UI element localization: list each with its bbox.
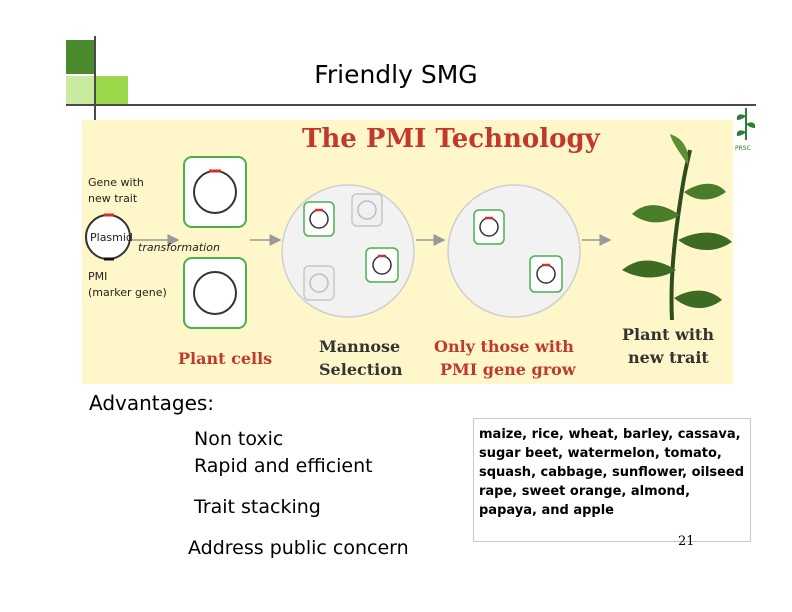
- label-plasmid: Plasmid: [90, 231, 133, 244]
- dish-cell-4: [303, 265, 335, 301]
- figure-title: The PMI Technology: [302, 124, 601, 154]
- label-plant-2: new trait: [628, 348, 709, 367]
- decor-square-light: [96, 76, 128, 106]
- label-pmi-2: (marker gene): [88, 286, 167, 299]
- pmi-diagram: The PMI Technology Gene with new trait P…: [85, 124, 732, 379]
- cell-bottom-nucleus: [193, 271, 237, 315]
- decor-vertical-line: [94, 36, 96, 156]
- survivor-cell-1: [473, 209, 505, 245]
- survivor-dish: [447, 184, 581, 318]
- dish-cell-1: [303, 201, 335, 237]
- dish-cell-4-nucleus: [309, 273, 329, 293]
- decor-square-pale: [66, 76, 94, 106]
- logo-text: PRSC: [735, 145, 751, 152]
- label-gene-2: new trait: [88, 192, 138, 205]
- label-only-2: PMI gene grow: [440, 360, 577, 379]
- page-number: 21: [678, 534, 695, 549]
- label-only-1: Only those with: [434, 337, 574, 356]
- label-transformation: transformation: [138, 241, 220, 254]
- crops-list: maize, rice, wheat, barley, cassava, sug…: [479, 427, 745, 518]
- decor-square-dark: [66, 40, 96, 74]
- bullet-public-concern: Address public concern: [188, 537, 409, 559]
- advantages-heading: Advantages:: [89, 391, 215, 415]
- cell-top-nucleus: [193, 170, 237, 214]
- slide-title: Friendly SMG: [314, 60, 478, 89]
- survivor-cell-2: [529, 255, 563, 293]
- bullet-rapid: Rapid and efficient: [194, 455, 373, 477]
- dish-cell-2: [351, 193, 383, 227]
- plant-icon: [622, 134, 732, 321]
- bullet-trait-stacking: Trait stacking: [194, 496, 321, 518]
- label-plant-1: Plant with: [622, 325, 714, 344]
- label-mannose-1: Mannose: [319, 337, 400, 356]
- bullet-non-toxic: Non toxic: [194, 428, 284, 450]
- decor-horizontal-line: [66, 104, 756, 106]
- label-pmi-1: PMI: [88, 270, 107, 283]
- prsc-logo-icon: PRSC: [735, 108, 756, 152]
- dish-cell-3: [365, 247, 399, 283]
- label-mannose-2: Selection: [319, 360, 403, 379]
- label-gene-1: Gene with: [88, 176, 144, 189]
- crops-box: maize, rice, wheat, barley, cassava, sug…: [473, 418, 751, 542]
- label-plant-cells: Plant cells: [178, 349, 272, 368]
- pmi-figure: The PMI Technology Gene with new trait P…: [82, 120, 733, 384]
- dish-cell-2-nucleus: [357, 200, 377, 220]
